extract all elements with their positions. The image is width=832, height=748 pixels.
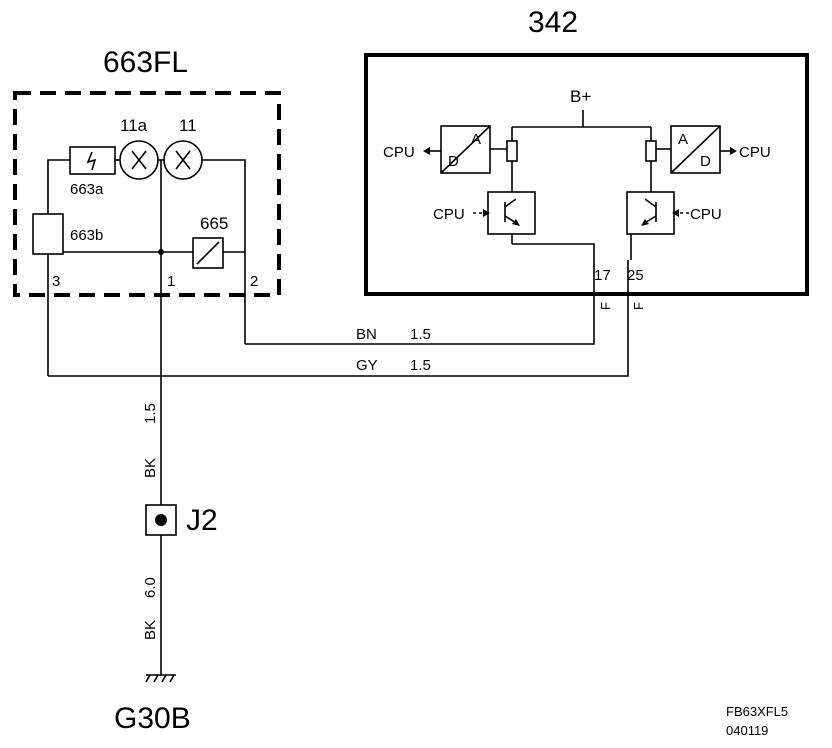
right-adc: A D (670, 125, 721, 174)
pin-1-label: 1 (167, 273, 175, 290)
diode-665-label: 665 (200, 214, 228, 233)
wire-gy-gauge: 1.5 (410, 357, 431, 374)
wire-bn-color: BN (356, 326, 377, 343)
lamp-11a-label: 11a (120, 116, 148, 135)
wire-gy (48, 260, 629, 377)
pin-17-internal (512, 243, 595, 262)
svg-text:D: D (700, 153, 711, 170)
wire-bn-gauge: 1.5 (410, 326, 431, 343)
wire-gy-color: GY (356, 357, 378, 374)
wire-bn (245, 262, 595, 345)
svg-text:D: D (448, 153, 459, 170)
switch-663a (69, 146, 116, 175)
lamp-11-label: 11 (179, 116, 197, 135)
left-transistor-arrow (483, 209, 490, 217)
bplus-label: B+ (570, 87, 591, 106)
wire-bk1-gauge: 1.5 (142, 403, 159, 424)
cpu-label-2: CPU (739, 144, 771, 161)
sensor-663b-label: 663b (70, 227, 103, 244)
splice-j2-label: J2 (186, 504, 218, 537)
left-adc-arrow (423, 147, 430, 155)
pin-2-label: 2 (250, 273, 258, 290)
f-label-1: F (598, 302, 613, 310)
module-663fl-label: 663FL (103, 46, 188, 79)
ground-icon (145, 674, 176, 683)
wire-bk2-color: BK (142, 620, 159, 640)
module-342-label: 342 (528, 6, 578, 39)
footer-code: FB63XFL5 (726, 704, 788, 719)
lamp-11 (163, 140, 203, 180)
f-label-2: F (631, 302, 646, 310)
sensor-663b (32, 213, 64, 255)
svg-text:A: A (678, 131, 688, 148)
module-663fl-box (13, 91, 281, 297)
footer-date: 040119 (726, 723, 768, 738)
svg-text:A: A (471, 131, 481, 148)
cpu-label-4: CPU (690, 206, 722, 223)
diode-665 (192, 237, 224, 269)
right-transistor-arrow (672, 209, 679, 217)
right-adc-arrow (730, 147, 737, 155)
left-adc: A D (440, 125, 491, 174)
pin-17-label: 17 (594, 267, 611, 284)
wire-bk2-gauge: 6.0 (142, 577, 159, 598)
lamp-11a (119, 140, 159, 180)
ground-label: G30B (114, 702, 191, 735)
pin-25-label: 25 (627, 267, 644, 284)
pin-3-label: 3 (52, 273, 60, 290)
cpu-label-1: CPU (383, 144, 415, 161)
wire-bk1-color: BK (142, 458, 159, 478)
left-resistor (506, 140, 518, 162)
right-transistor (626, 172, 675, 260)
cpu-label-3: CPU (433, 206, 465, 223)
right-resistor (645, 140, 657, 162)
bplus-bus (511, 110, 652, 141)
left-transistor (487, 172, 536, 244)
switch-663a-label: 663a (70, 181, 104, 198)
module-342-box (364, 53, 809, 296)
